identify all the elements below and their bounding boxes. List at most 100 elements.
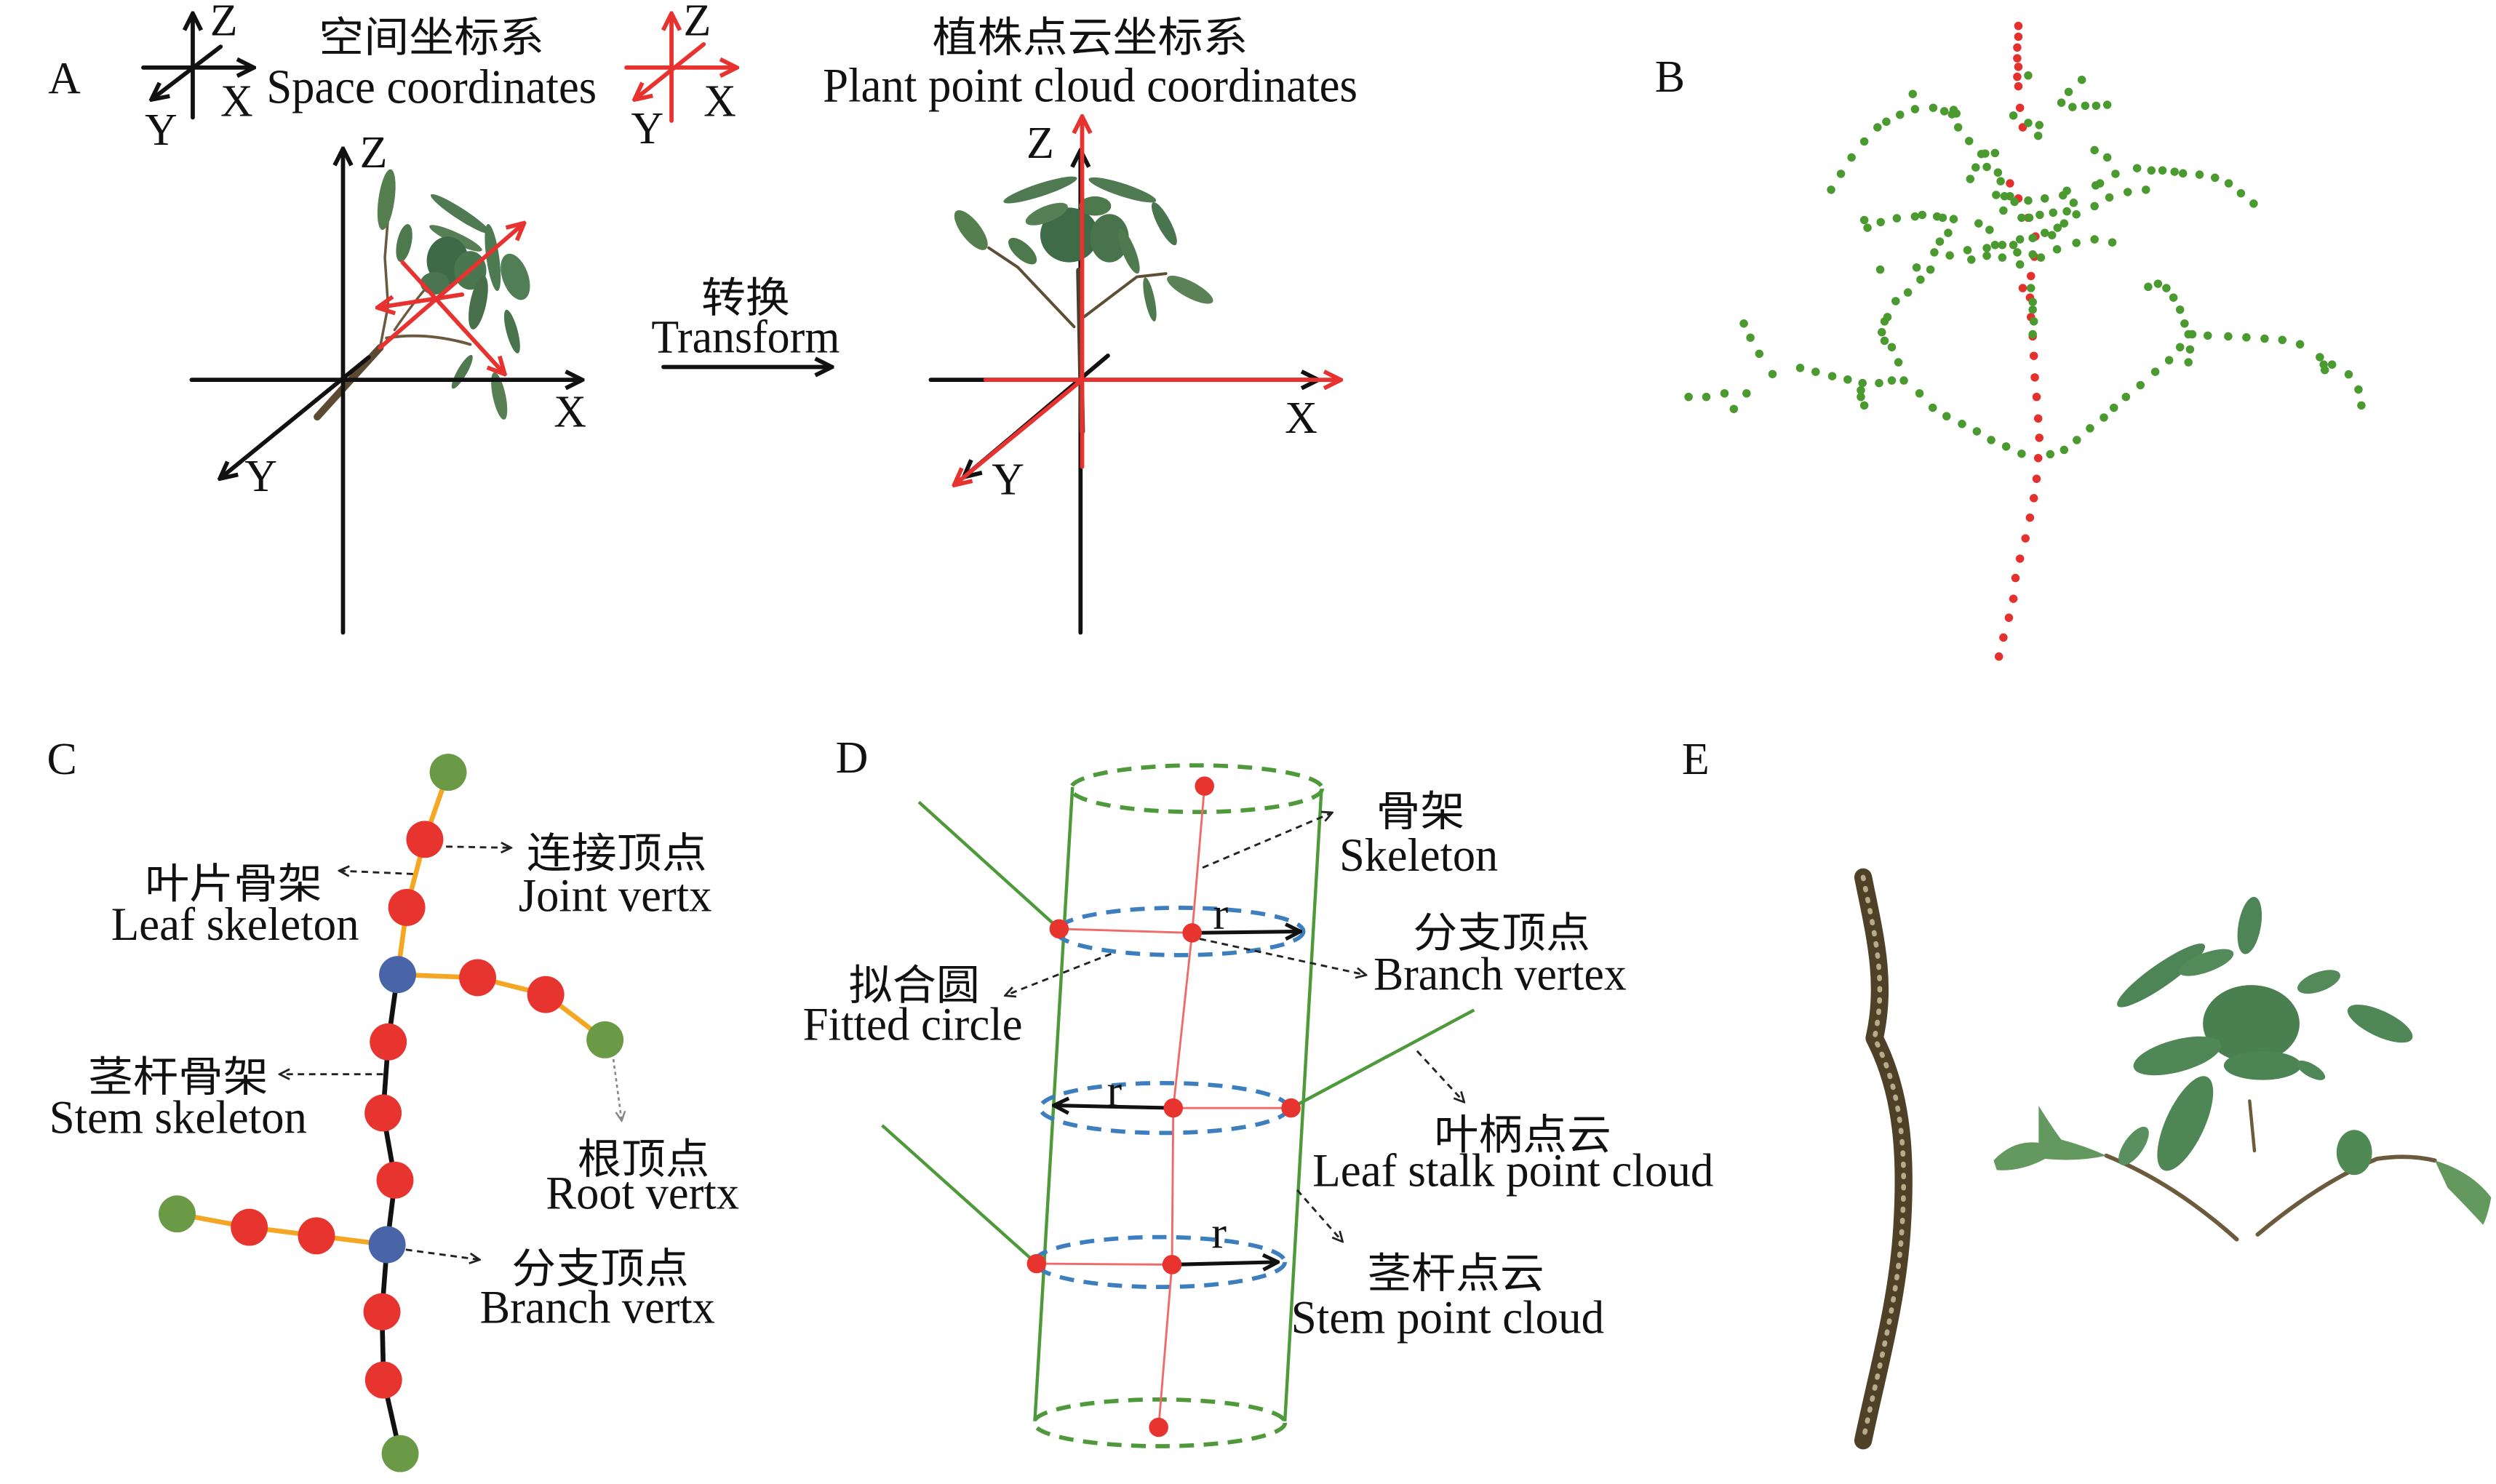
leaf-skeleton-point <box>1999 206 2008 215</box>
plant-x-label: X <box>1285 394 1317 443</box>
leaf-skeleton-point <box>2029 317 2038 326</box>
plant-coordinates-title-zh: 植株点云坐标系 <box>933 15 1248 61</box>
stem-skeleton-point <box>2014 21 2023 31</box>
stem-skeleton-point <box>2035 434 2044 442</box>
stem-skeleton-point <box>2030 373 2039 382</box>
leaf <box>485 223 501 292</box>
panel-d: D r r r <box>803 733 1713 1448</box>
stem-skeleton-points <box>1994 21 2044 661</box>
stem-skeleton-point <box>2029 351 2038 360</box>
leaf-skeleton-point <box>2108 238 2117 247</box>
stem-skeleton-point <box>2013 54 2022 63</box>
leaf-stalk-pointer <box>1416 1050 1464 1102</box>
space-coordinates-title-zh: 空间坐标系 <box>319 15 544 61</box>
stem-skeleton-point <box>2029 494 2038 503</box>
stem-skeleton-point <box>2009 594 2018 603</box>
legend-red-y-label: Y <box>631 104 663 153</box>
leaf-skeleton-point <box>1982 244 1991 252</box>
leaf-skeleton-point <box>2001 442 2011 451</box>
leaf-skeleton-point <box>1993 168 2003 177</box>
leaf-skeleton-point <box>1684 392 1693 402</box>
leaf-skeleton-point <box>1873 123 1882 132</box>
leaf-skeleton-point <box>2204 331 2212 340</box>
leaf-skeleton-point <box>1880 317 1889 326</box>
legend-y-label: Y <box>145 105 178 155</box>
leaf-skeleton-point <box>1857 386 1865 395</box>
leaf-skeleton-point <box>2090 145 2099 155</box>
fitted-circle <box>1032 1234 1288 1290</box>
leaf-end-vertex <box>159 1195 196 1233</box>
leaf-skeleton-point <box>1896 111 1905 119</box>
leaf-skeleton-point <box>1952 109 1961 118</box>
leaf-skeleton-point <box>2224 179 2233 188</box>
panel-label-e: E <box>1682 735 1710 784</box>
leaf <box>2297 970 2340 994</box>
leaf-skeleton-point <box>1935 237 1945 246</box>
skeleton-vertex <box>1195 776 1215 796</box>
leaf-skeleton-point <box>1930 248 1939 257</box>
transform-label-zh: 转换 <box>701 276 790 322</box>
leaf-skeleton-point <box>2124 188 2132 196</box>
skeleton-vertices <box>1026 776 1301 1437</box>
leaf-skeleton-point <box>2105 193 2114 202</box>
leaf-skeleton-point <box>2162 284 2171 292</box>
leaf-skeleton-point <box>1875 378 1883 388</box>
leaf-skeleton-point <box>2017 213 2026 223</box>
leaf-skeleton-point <box>2180 319 2189 328</box>
joint-vertex <box>376 1161 414 1199</box>
leaf-skeleton-point <box>2015 235 2025 244</box>
leaf-skeleton-point <box>2041 228 2049 237</box>
plant-y-axis <box>955 378 1085 484</box>
branch-vertex <box>379 956 416 994</box>
joint-vertex-label-zh: 连接顶点 <box>527 831 707 877</box>
leaf-skeleton-point <box>1892 214 1902 223</box>
fitted-circle-label-zh: 拟合圆 <box>849 963 980 1009</box>
leaf <box>2203 985 2300 1063</box>
plant-leaves <box>2117 896 2413 1176</box>
legend-x-label: X <box>220 76 253 126</box>
stem-point-cloud-label-zh: 茎杆点云 <box>1367 1251 1544 1297</box>
leaf <box>431 194 491 234</box>
leaf-skeleton-point <box>1768 370 1777 378</box>
leaf-stalk <box>2248 1099 2257 1153</box>
leaf-skeleton-point <box>1746 333 1755 342</box>
legend-red-x-label: X <box>703 76 736 126</box>
leaf <box>2157 1076 2214 1171</box>
root-vertex-pointer <box>612 1058 621 1120</box>
leaf-skeleton-point <box>2175 305 2185 314</box>
segmented-stem-point-cloud <box>1854 868 1913 1450</box>
plant-local-axes-before-transform <box>378 224 523 374</box>
leaf <box>1993 1106 2107 1170</box>
leaf-skeleton-point <box>1811 367 1820 376</box>
leaf-skeleton-point <box>2150 367 2160 376</box>
leaf-skeleton-point <box>1958 420 1966 428</box>
stem-skeleton-point <box>2018 284 2027 292</box>
cylinder-right-edge <box>1283 789 1323 1421</box>
leaf-skeleton-point <box>1742 389 1751 398</box>
leaf-skeleton-point <box>1795 364 1805 372</box>
leaf-skeleton-point <box>1859 137 1869 146</box>
leaf-skeleton-point <box>1827 372 1837 380</box>
leaf-skeleton-point <box>1908 89 1918 98</box>
leaf-skeleton-point <box>1928 403 1937 412</box>
leaf <box>2237 896 2262 954</box>
branch-vertex <box>1182 923 1202 943</box>
leaf-skeleton-point <box>2028 298 2037 306</box>
branch-vertex <box>1162 1255 1182 1274</box>
leaf-skeleton-point <box>2073 436 2081 444</box>
leaf-stalk-lines <box>881 800 1475 1265</box>
leaf-skeleton-point <box>1982 162 1991 172</box>
leaf-skeleton-point <box>1985 226 1994 234</box>
branch-vertex-label-en: Branch vertex <box>1373 949 1627 1000</box>
leaf-skeleton-point <box>1990 241 2000 250</box>
leaf-skeleton-point <box>1720 389 1729 398</box>
leaf-skeleton-point <box>2111 169 2120 178</box>
leaf-skeleton-point <box>2081 101 2090 111</box>
leaf-stalk <box>881 1124 1038 1265</box>
leaf-skeleton-point <box>2052 244 2062 254</box>
leaf-skeleton-point <box>2009 241 2018 250</box>
skeleton-pointer <box>1202 813 1332 869</box>
space-axes: Z X Y <box>189 128 586 635</box>
leaf-skeleton-point <box>2158 166 2167 175</box>
plant-branch <box>987 246 1076 329</box>
